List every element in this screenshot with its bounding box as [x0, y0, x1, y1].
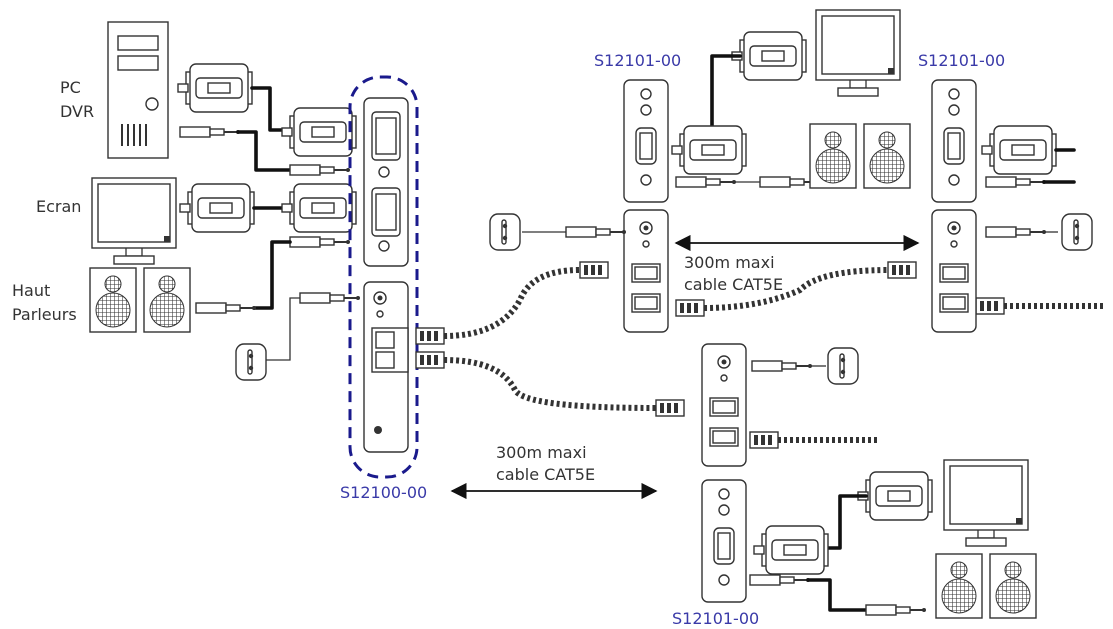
bottom-right-cables: [749, 471, 933, 616]
receiver-bottom-cat5-unit: [701, 343, 747, 467]
pc-tower-icon: [107, 21, 169, 159]
power-plug-top-left-icon: [489, 213, 521, 251]
pc-label: PC: [60, 78, 81, 97]
speaker-top-right-icon: [863, 123, 911, 189]
link-bottom-line2: cable CAT5E: [496, 465, 595, 484]
receiver-top-right-cat5-unit: [931, 209, 977, 333]
receiver-bottom-label: S12101-00: [672, 609, 759, 628]
receiver-top-left-video-unit: [623, 79, 669, 203]
monitor-top-icon: [815, 9, 901, 97]
link-top-line1: 300m maxi: [684, 253, 775, 272]
speaker-top-left-icon: [809, 123, 857, 189]
monitor-bottom-icon: [943, 459, 1029, 547]
bottom-power-cables: [751, 347, 859, 385]
top-right-cables: [981, 125, 1093, 251]
cat5e-cables: [415, 261, 1105, 449]
speaker-left-icon: [89, 267, 137, 333]
speakers-label-line1: Haut: [12, 281, 50, 300]
speaker-bottom-left-icon: [935, 553, 983, 619]
transmitter-unit: [348, 75, 419, 479]
link-top-line2: cable CAT5E: [684, 275, 783, 294]
speaker-right-icon: [143, 267, 191, 333]
transmitter-dashed-outline: [348, 75, 419, 479]
top-left-cables: [521, 31, 821, 238]
receiver-top-right-video-unit: [931, 79, 977, 203]
receiver-bottom-video-unit: [701, 479, 747, 603]
receiver-top-right-label: S12101-00: [918, 51, 1005, 70]
receiver-top-left-label: S12101-00: [594, 51, 681, 70]
speaker-bottom-right-icon: [989, 553, 1037, 619]
left-cables: [177, 63, 361, 361]
transmitter-label: S12100-00: [340, 483, 427, 502]
link-bottom-line1: 300m maxi: [496, 443, 587, 462]
power-plug-left-icon: [235, 343, 267, 381]
screen-label: Ecran: [36, 197, 81, 216]
speakers-label-line2: Parleurs: [12, 305, 77, 324]
screen-monitor-icon: [91, 177, 177, 265]
receiver-top-left-cat5-unit: [623, 209, 669, 333]
dvr-label: DVR: [60, 102, 94, 121]
